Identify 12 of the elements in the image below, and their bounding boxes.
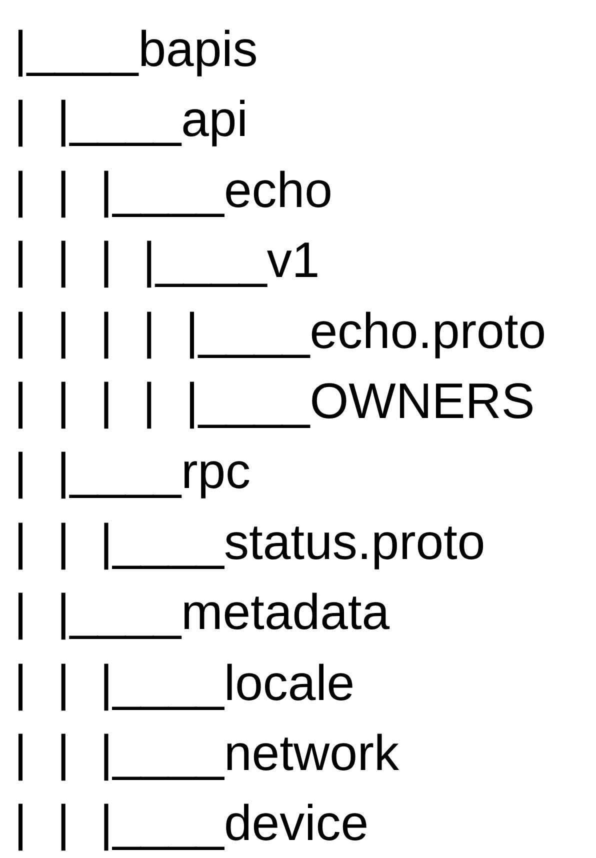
tree-entry: | | |____locale: [14, 654, 355, 713]
tree-entry: |____bapis: [14, 20, 258, 79]
tree-entry: | | |____echo: [14, 160, 332, 220]
tree-entry: | | | | |____echo.proto: [14, 302, 546, 361]
tree-entry: | |____metadata: [14, 583, 390, 642]
tree-entry: | | | |____v1: [14, 231, 320, 290]
tree-entry: | | |____device: [14, 794, 369, 854]
tree-entry: | | |____network: [14, 724, 400, 783]
tree-entry: | |____api: [14, 90, 248, 150]
tree-entry: | | | | |____OWNERS: [14, 372, 535, 431]
tree-entry: | |____rpc: [14, 442, 251, 502]
tree-entry: | | |____status.proto: [14, 512, 486, 572]
